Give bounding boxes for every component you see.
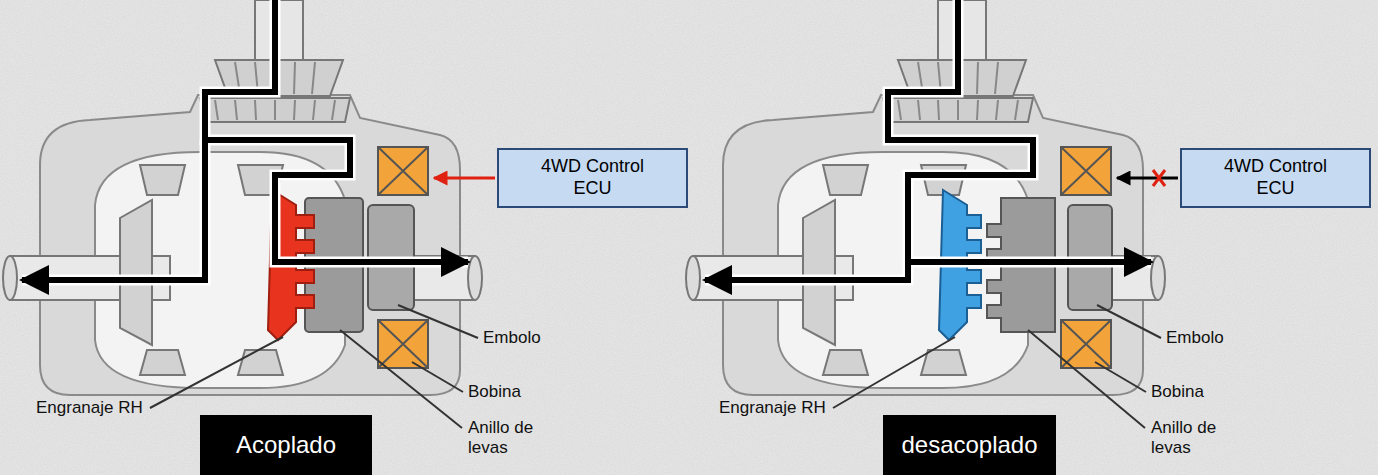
illustration-part xyxy=(434,177,495,180)
control-unit-box: 4WD Control ECU xyxy=(1180,148,1371,208)
decoupled-illustration xyxy=(686,0,1178,428)
box-text: 4WD Control ECU xyxy=(1216,156,1336,199)
state-label-box: Acoplado xyxy=(200,415,372,475)
box-text: Acoplado xyxy=(236,431,336,459)
box-text: desacoplado xyxy=(901,431,1037,459)
illustration-part xyxy=(1095,362,1146,392)
part-label: Embolo xyxy=(483,328,541,348)
illustration-part xyxy=(150,337,283,408)
illustration-part xyxy=(205,0,468,262)
illustration-part xyxy=(398,305,478,338)
coupled-illustration xyxy=(3,0,495,428)
illustration-part xyxy=(22,140,205,280)
state-label-box: desacoplado xyxy=(883,415,1056,475)
illustration-part xyxy=(340,330,462,428)
illustration-part xyxy=(1117,177,1178,180)
illustration-part xyxy=(686,0,1165,395)
illustration-part xyxy=(705,262,908,280)
illustration-part xyxy=(205,0,468,262)
illustration-part xyxy=(888,0,1151,262)
illustration-part xyxy=(22,140,205,280)
illustration-part xyxy=(412,362,463,392)
part-label: Engranaje RH xyxy=(719,398,826,418)
control-unit-box: 4WD Control ECU xyxy=(497,148,688,208)
illustration-part xyxy=(833,337,955,408)
part-label: Anillo de levas xyxy=(468,418,563,459)
part-label: Anillo de levas xyxy=(1151,418,1246,459)
illustration-part xyxy=(888,0,1151,262)
illustration-part xyxy=(1153,170,1165,186)
box-text: 4WD Control ECU xyxy=(533,156,653,199)
part-label: Bobina xyxy=(468,382,521,402)
illustration-part xyxy=(1097,305,1161,338)
part-label: Bobina xyxy=(1151,382,1204,402)
illustration-part xyxy=(3,0,482,395)
part-label: Engranaje RH xyxy=(36,398,143,418)
illustration-part xyxy=(705,262,908,280)
part-label: Embolo xyxy=(1166,328,1224,348)
illustration-part xyxy=(1028,330,1145,428)
